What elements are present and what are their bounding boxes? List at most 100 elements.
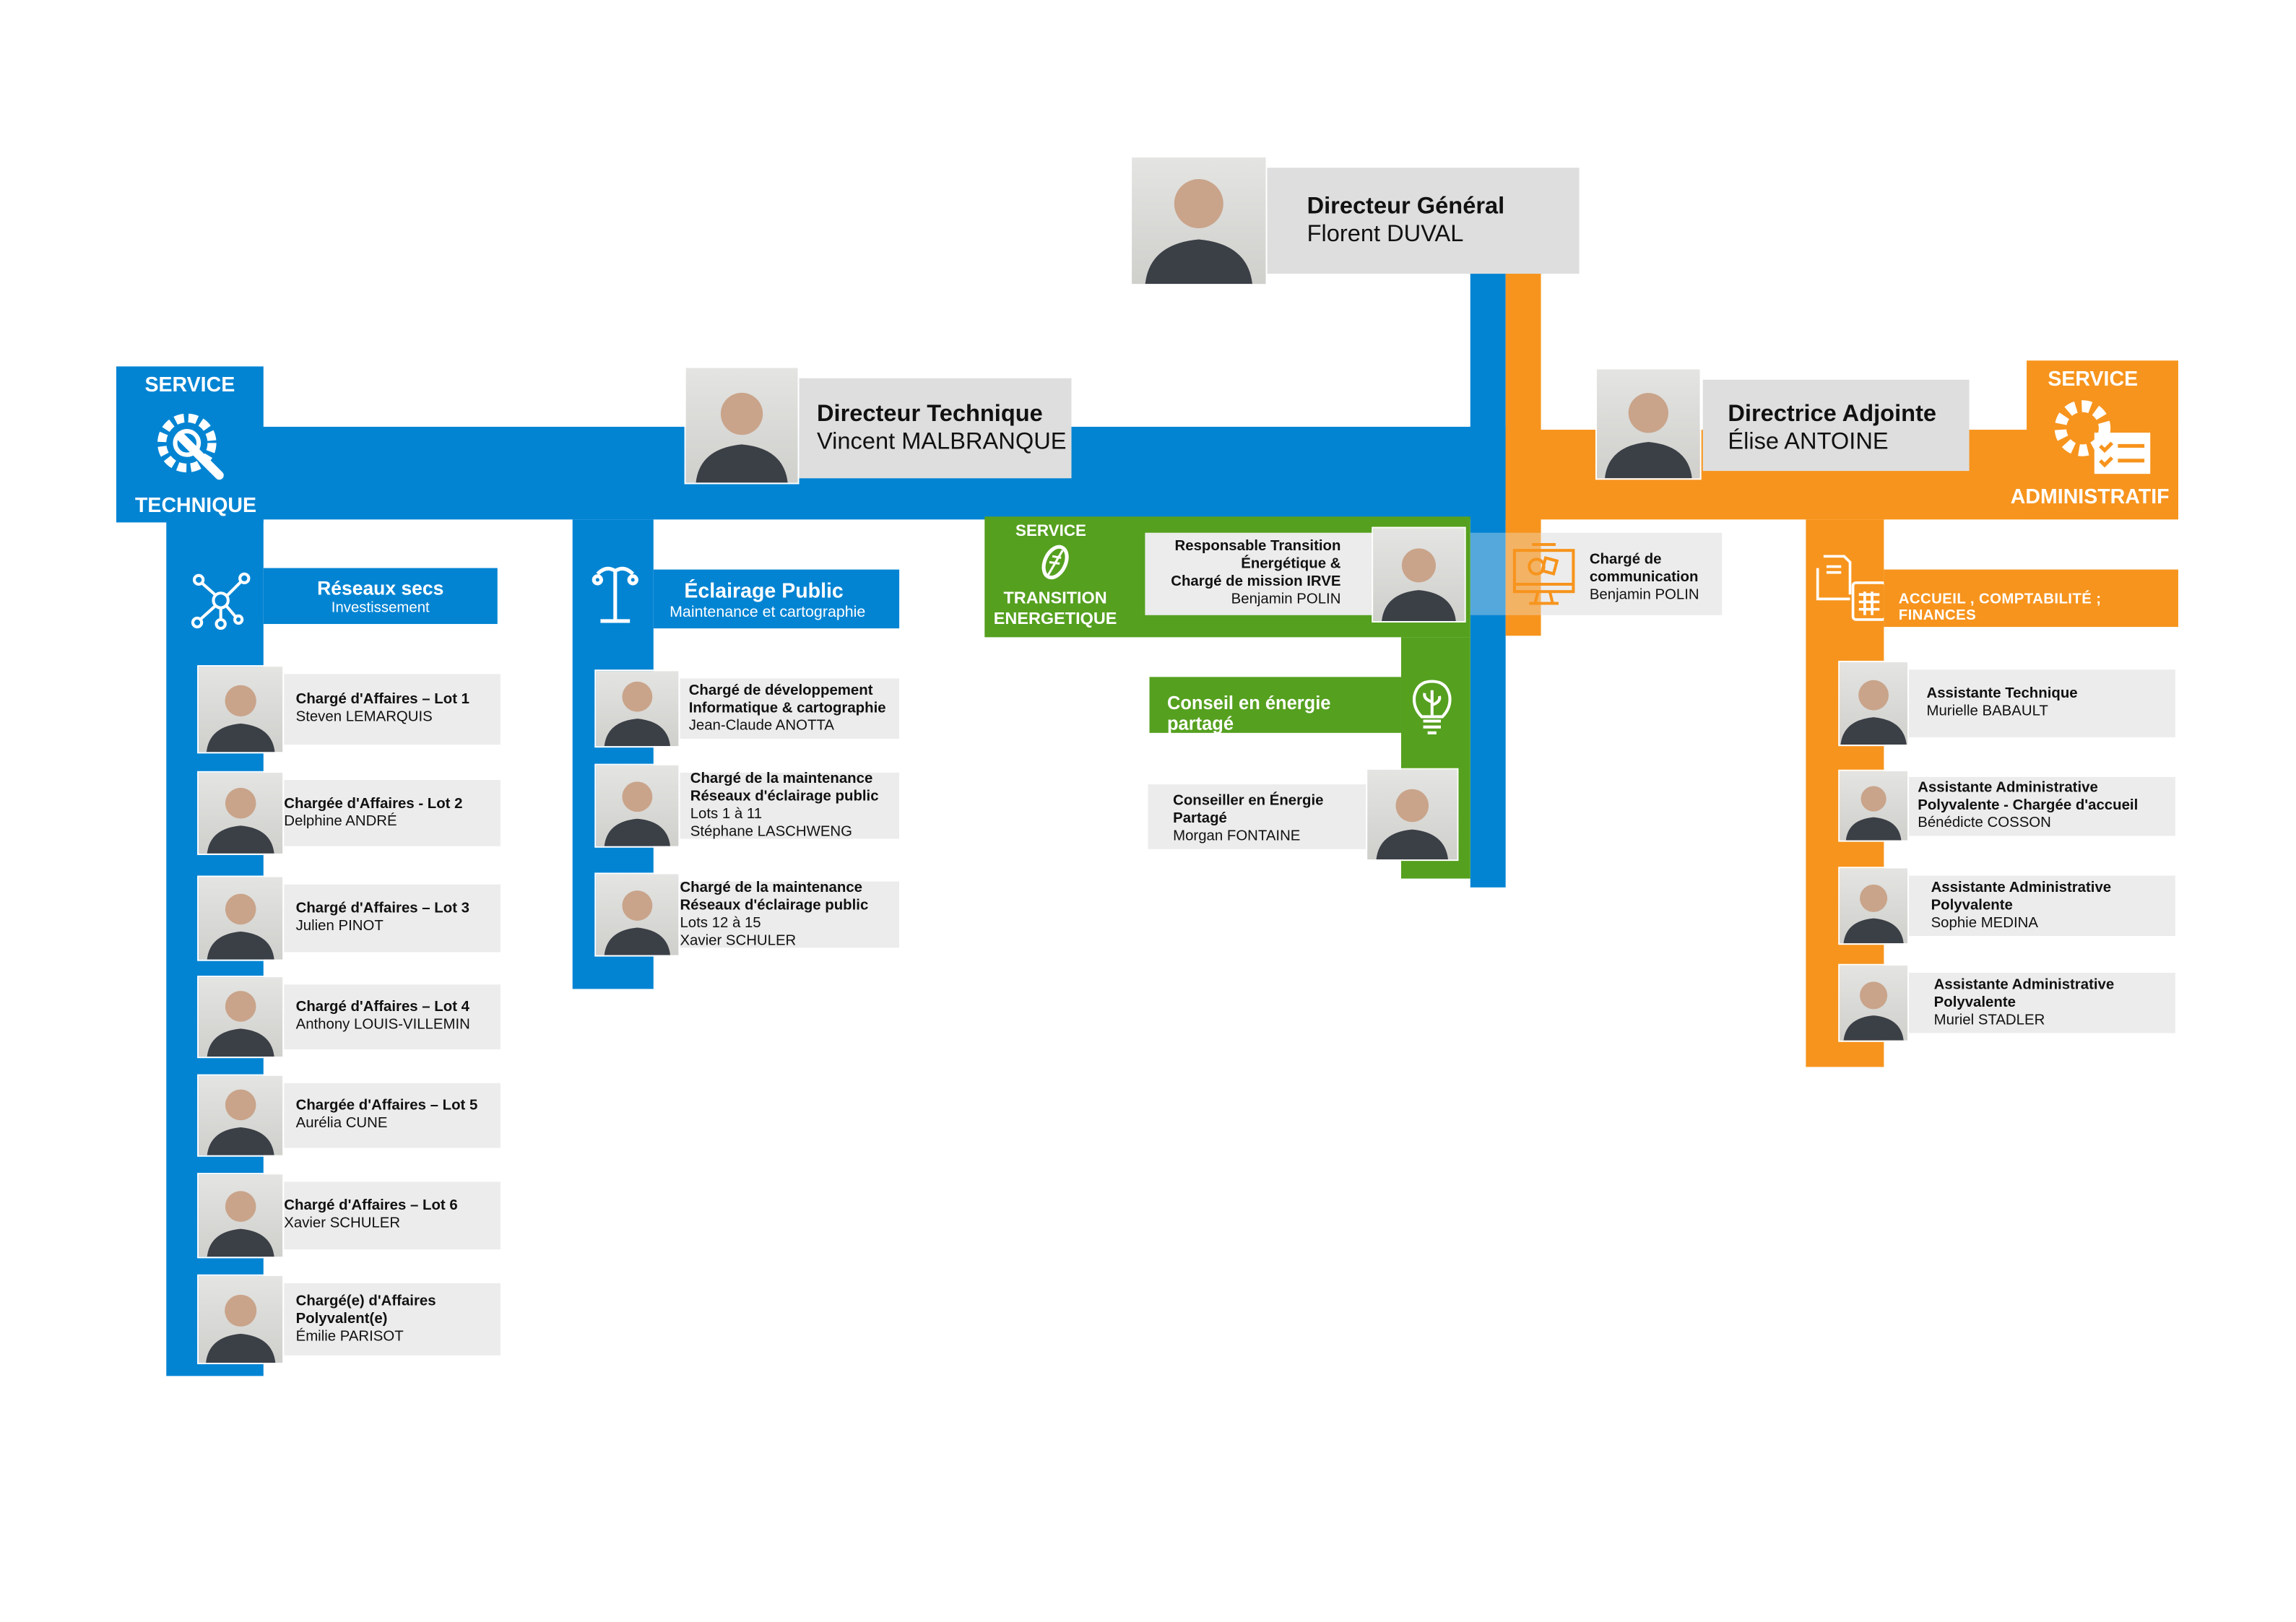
person-silhouette-icon (1382, 548, 1456, 621)
eclairage-title: Éclairage Public (684, 578, 844, 602)
network-icon (191, 572, 251, 630)
monitor-design-icon (1512, 542, 1575, 605)
member-name: Xavier SCHULER (284, 1215, 401, 1232)
member-name: Sophie MEDINA (1931, 914, 2038, 931)
service-administratif-bottom: ADMINISTRATIF (2010, 484, 2170, 508)
person-silhouette-icon (696, 392, 788, 483)
admin-header-label: ACCUEIL , COMPTABILITÉ ; FINANCES (1898, 591, 2102, 625)
member-name: Lots 12 à 15 Xavier SCHULER (680, 914, 797, 949)
member-card: Chargé de la maintenance Réseaux d'éclai… (680, 770, 900, 840)
leaf-icon (1041, 545, 1069, 580)
member-photo (197, 875, 285, 961)
person-silhouette-icon (604, 781, 671, 846)
person-silhouette-icon (1845, 786, 1902, 841)
member-name: Julien PINOT (295, 918, 384, 935)
service-transition-bottom: TRANSITION ENERGETIQUE (993, 590, 1117, 629)
reseaux-secs-header: Réseaux secs Investissement (263, 568, 498, 625)
member-photo (197, 1074, 285, 1157)
member-title: Chargée d'Affaires – Lot 5 (295, 1098, 478, 1114)
member-photo (1838, 660, 1910, 747)
person-silhouette-icon (206, 685, 275, 753)
member-name: Steven LEMARQUIS (295, 709, 433, 726)
member-title: Chargé de la maintenance Réseaux d'éclai… (680, 879, 869, 914)
member-photo (1838, 867, 1910, 945)
member-photo (594, 763, 680, 848)
member-title: Assistante Administrative Polyvalente (1933, 976, 2115, 1010)
photo-responsable-transition (1372, 526, 1466, 623)
service-technique-box: SERVICE TECHNIQUE (116, 366, 264, 523)
directeur-technique-name: Vincent MALBRANQUE (816, 430, 1067, 455)
photo-conseiller (1366, 768, 1459, 862)
member-title: Chargé de la maintenance Réseaux d'éclai… (690, 770, 879, 805)
gear-checklist-icon (2054, 400, 2151, 474)
person-silhouette-icon (1145, 179, 1252, 285)
member-name: Delphine ANDRÉ (284, 812, 397, 830)
member-card: Chargé(e) d'Affaires Polyvalent(e)Émilie… (284, 1283, 501, 1356)
directeur-general-name: Florent DUVAL (1307, 222, 1464, 248)
member-title: Chargé(e) d'Affaires Polyvalent(e) (295, 1293, 436, 1327)
member-name: Anthony LOUIS-VILLEMIN (295, 1017, 470, 1033)
lightbulb-plant-icon (1413, 680, 1452, 734)
person-silhouette-icon (207, 787, 274, 854)
member-photo (1838, 963, 1910, 1042)
person-silhouette-icon (1843, 981, 1904, 1041)
member-photo (594, 669, 680, 748)
member-title: Chargé d'Affaires – Lot 6 (284, 1197, 458, 1215)
photo-directeur-technique (684, 366, 800, 485)
member-photo (197, 665, 285, 754)
service-technique-bottom: TECHNIQUE (135, 493, 257, 517)
person-silhouette-icon (207, 1191, 274, 1257)
communication-card: Chargé de communication Benjamin POLIN (1470, 532, 1723, 615)
person-silhouette-icon (1843, 884, 1904, 944)
member-photo (594, 872, 680, 957)
directeur-technique-title: Directeur Technique (816, 402, 1043, 427)
member-title: Chargée d'Affaires - Lot 2 (284, 795, 463, 812)
member-title: Assistante Technique (1926, 685, 2078, 703)
wrench-gear-icon (157, 413, 224, 480)
member-name: Émilie PARISOT (295, 1328, 404, 1345)
person-silhouette-icon (207, 1089, 274, 1155)
eclairage-subtitle: Maintenance et cartographie (670, 603, 866, 621)
member-title: Assistante Administrative Polyvalente (1931, 879, 2112, 914)
conseiller-title: Conseiller en Énergie Partagé (1173, 793, 1324, 828)
person-silhouette-icon (1840, 680, 1907, 745)
service-technique-top: SERVICE (144, 372, 235, 396)
member-card: Assistante Administrative Polyvalente - … (1909, 776, 2175, 836)
member-photo (197, 1274, 285, 1365)
member-name: Jean-Claude ANOTTA (688, 717, 834, 734)
service-transition-top: SERVICE (1015, 522, 1086, 540)
member-photo (197, 1173, 285, 1259)
service-administratif-top: SERVICE (2048, 366, 2139, 391)
conseil-energie-bar: Conseil en énergie partagé (1149, 677, 1401, 734)
responsable-transition-title: Responsable Transition Énergétique & Cha… (1171, 538, 1341, 591)
member-title: Chargé de développement Informatique & c… (688, 682, 886, 716)
eclairage-header: Éclairage Public Maintenance et cartogra… (653, 569, 900, 629)
member-name: Muriel STADLER (1933, 1011, 2045, 1028)
member-title: Chargé d'Affaires – Lot 3 (295, 901, 469, 917)
person-silhouette-icon (206, 1294, 276, 1363)
person-silhouette-icon (207, 893, 274, 960)
member-photo (1838, 769, 1910, 842)
member-card: Chargé de la maintenance Réseaux d'éclai… (680, 879, 900, 949)
photo-directeur-general (1130, 156, 1268, 286)
service-administratif-box: SERVICE ADMINISTRATIF (2011, 360, 2178, 519)
photo-directrice-adjointe (1595, 368, 1702, 480)
member-name: Bénédicte COSSON (1918, 814, 2051, 831)
person-silhouette-icon (1605, 393, 1692, 479)
communication-name: Benjamin POLIN (1589, 587, 1699, 604)
reseaux-secs-subtitle: Investissement (331, 600, 430, 617)
member-name: Murielle BABAULT (1926, 703, 2048, 720)
reseaux-secs-title: Réseaux secs (317, 576, 444, 599)
street-lamp-icon (592, 566, 638, 623)
conseiller-card: Conseiller en Énergie Partagé Morgan FON… (1148, 784, 1366, 849)
